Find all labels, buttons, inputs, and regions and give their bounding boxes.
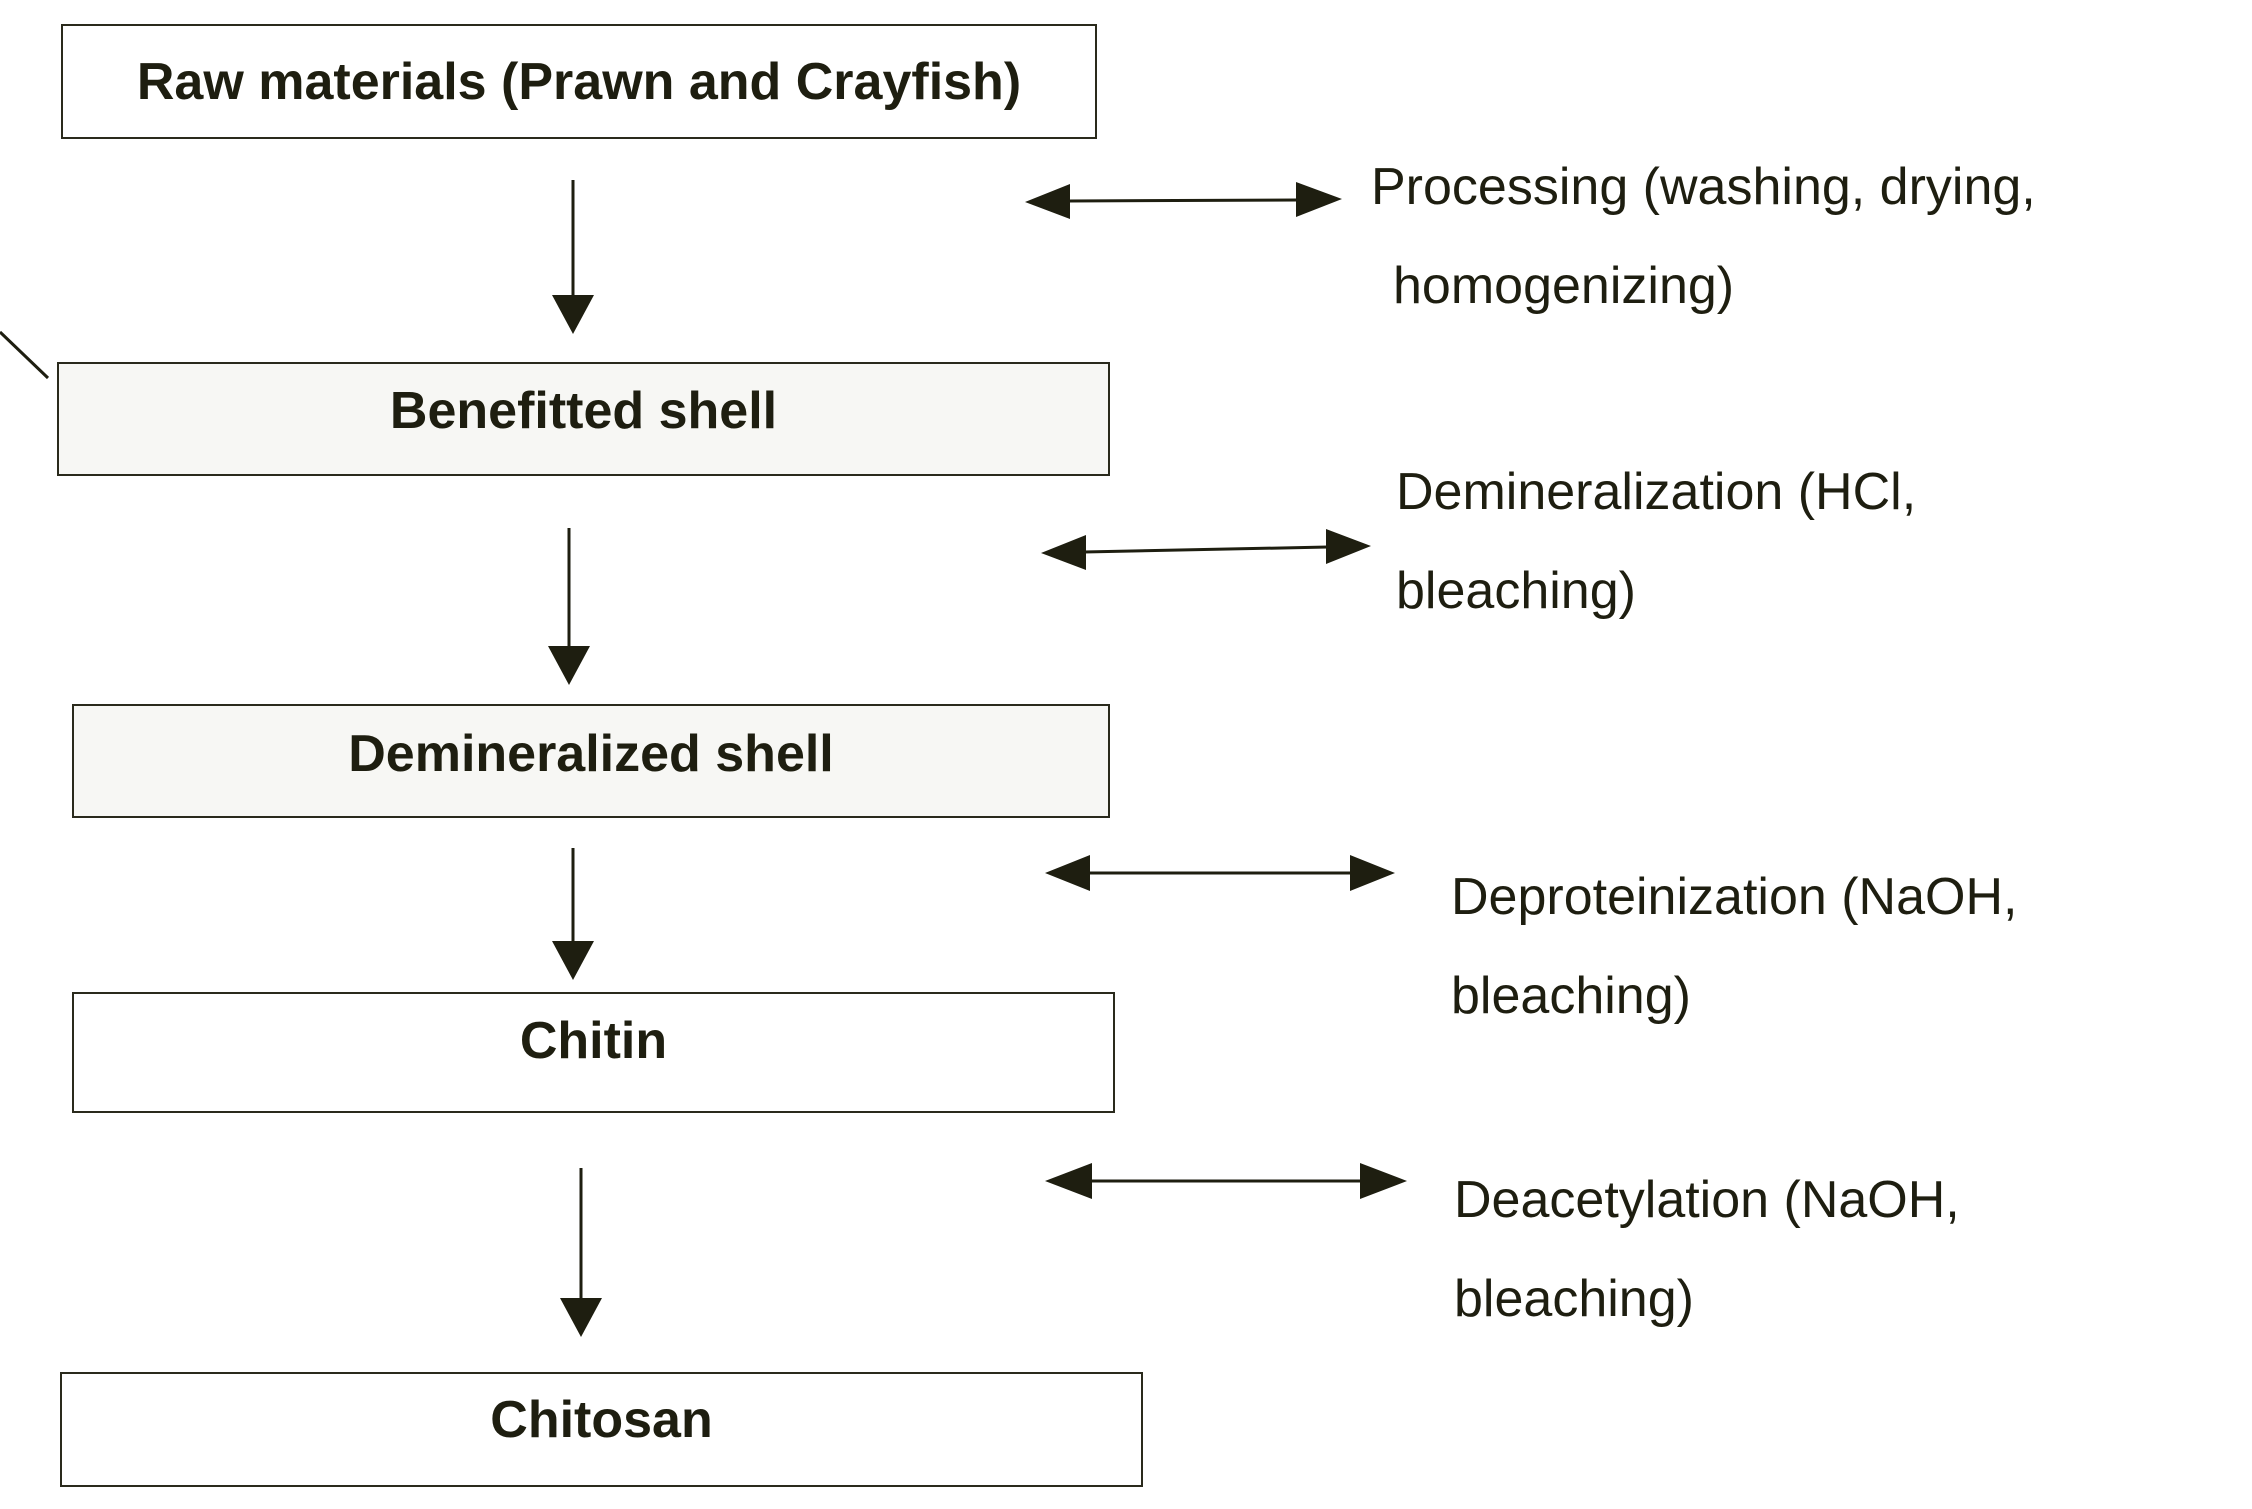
- down-arrow-1: [552, 180, 594, 334]
- step-label-deproteinization: Deproteinization (NaOH, bleaching): [1451, 848, 2017, 1046]
- step-label-deproteinization-line1: Deproteinization (NaOH,: [1451, 868, 2018, 926]
- double-arrow-4: [1045, 1163, 1407, 1199]
- down-arrow-3: [552, 848, 594, 980]
- box-benefitted-shell: Benefitted shell: [57, 362, 1110, 476]
- step-label-processing: Processing (washing, drying, homogenizin…: [1371, 138, 2036, 336]
- box-raw-materials: Raw materials (Prawn and Crayfish): [61, 24, 1097, 139]
- stray-line: [0, 330, 50, 380]
- step-label-processing-line1: Processing (washing, drying,: [1371, 158, 2036, 216]
- step-label-demineralization-line1: Demineralization (HCl,: [1396, 463, 1917, 521]
- box-chitin: Chitin: [72, 992, 1115, 1113]
- step-label-deacetylation: Deacetylation (NaOH, bleaching): [1454, 1151, 1960, 1349]
- down-arrow-2: [548, 528, 590, 685]
- box-benefitted-shell-label: Benefitted shell: [389, 382, 778, 440]
- step-label-deproteinization-line2: bleaching): [1451, 967, 1691, 1025]
- down-arrow-4: [560, 1168, 602, 1337]
- double-arrow-3: [1045, 855, 1395, 891]
- step-label-demineralization-line2: bleaching): [1396, 562, 1636, 620]
- box-chitosan: Chitosan: [60, 1372, 1143, 1487]
- box-demineralized-shell-label: Demineralized shell: [348, 725, 834, 783]
- step-label-deacetylation-line1: Deacetylation (NaOH,: [1454, 1171, 1960, 1229]
- step-label-processing-line2: homogenizing): [1393, 257, 1735, 315]
- double-arrow-2: [1041, 529, 1371, 570]
- step-label-demineralization: Demineralization (HCl, bleaching): [1396, 443, 1916, 641]
- step-label-deacetylation-line2: bleaching): [1454, 1270, 1694, 1328]
- box-chitosan-label: Chitosan: [490, 1390, 713, 1449]
- box-demineralized-shell: Demineralized shell: [72, 704, 1110, 818]
- box-raw-materials-label: Raw materials (Prawn and Crayfish): [136, 52, 1022, 111]
- double-arrow-1: [1025, 182, 1342, 219]
- box-chitin-label: Chitin: [519, 1011, 668, 1070]
